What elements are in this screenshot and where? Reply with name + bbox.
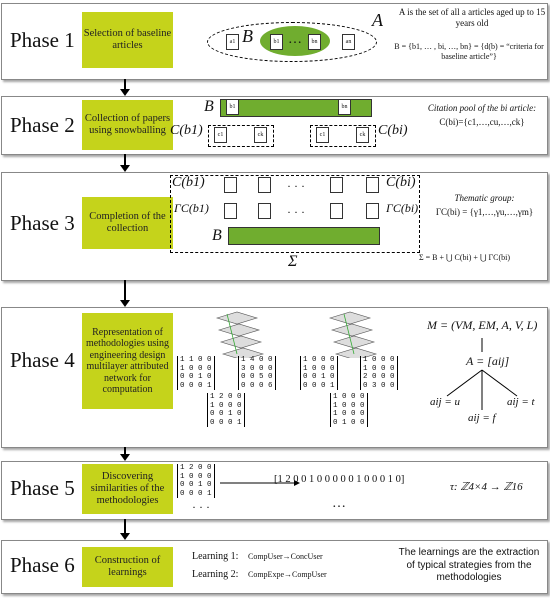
doc-ck-icon: ck [254, 127, 267, 143]
cb1-label: C(b1) [172, 175, 205, 190]
set-b-label: B [242, 26, 253, 46]
set-a-ellipse [207, 22, 377, 62]
phase-4-box: Representation of methodologies using en… [82, 313, 173, 409]
phase-3-box: Completion of the collection [82, 197, 173, 249]
phase-2-note-2: C(bi)={c1,…,cu,…,ck} [439, 117, 525, 127]
cbi-label: C(bi) [386, 175, 416, 190]
phase-5-panel: Phase 5 Discovering similarities of the … [1, 461, 548, 520]
doc-a1-icon: a1 [226, 34, 239, 50]
phase-2-note-1: Citation pool of the bi article: [427, 103, 537, 113]
cbi-label: C(bi) [378, 123, 408, 138]
set-a-label: A [372, 10, 383, 30]
baseline-bar [228, 227, 380, 245]
aij-t-label: aij = t [507, 396, 535, 408]
set-b-label: B [212, 227, 222, 244]
collection-frame [170, 175, 420, 253]
phase-1-box: Selection of baseline articles [82, 12, 173, 68]
learning-1-value: CompUser→ConcUser [248, 552, 323, 561]
matrix-3: 1 2 0 0 1 0 0 0 0 0 1 0 0 0 0 1 [207, 393, 245, 427]
cb1-label: C(b1) [170, 123, 203, 138]
arrow-3-4 [120, 280, 130, 307]
learning-2-label: Learning 2: [192, 569, 239, 580]
phase-6-panel: Phase 6 Construction of learnings Learni… [1, 540, 548, 594]
doc-ck-icon [366, 177, 379, 193]
phase-5-box: Discovering similarities of the methodol… [82, 464, 173, 514]
phase-6-title: Phase 6 [10, 553, 75, 577]
cb1-pool [208, 125, 274, 147]
doc-c1-icon [224, 177, 237, 193]
doc-an-icon: an [342, 34, 355, 50]
doc-gamma1-icon [330, 203, 343, 219]
arrow-1-2 [120, 79, 130, 96]
phase-1-title: Phase 1 [10, 28, 75, 52]
phase-6-note: The learnings are the extraction of typi… [398, 547, 540, 583]
phase-4-panel: Phase 4 Representation of methodologies … [1, 307, 548, 448]
learning-1-label: Learning 1: [192, 551, 239, 562]
phase-3-note-1: Thematic group: [454, 193, 515, 203]
doc-bn-icon: bn [338, 99, 351, 115]
doc-bn-icon: bn [308, 34, 321, 50]
matrix-input: 1 2 0 0 1 0 0 0 0 0 1 0 0 0 0 1 [177, 464, 215, 498]
adjacency-tree-lines [446, 338, 518, 410]
doc-b1-icon: b1 [270, 34, 283, 50]
phase-2-panel: Phase 2 Collection of papers using snowb… [1, 96, 548, 155]
phase-4-title: Phase 4 [10, 348, 75, 372]
baseline-bar [220, 99, 372, 117]
doc-ck-icon: ck [356, 127, 369, 143]
matrix-2: 1 4 0 0 3 0 0 0 0 0 5 0 0 0 0 6 [238, 356, 276, 390]
phase-6-box: Construction of learnings [82, 547, 173, 587]
tau-mapping: τ: ℤ4×4 → ℤ16 [450, 481, 523, 493]
multilayer-network-graphic-left [215, 311, 265, 358]
multilayer-network-graphic-right [328, 311, 378, 358]
doc-ck-icon [258, 177, 271, 193]
matrix-4: 1 0 0 0 1 0 0 0 0 0 1 0 0 0 0 1 [300, 356, 338, 390]
doc-gamma1-icon [224, 203, 237, 219]
doc-gammam-icon [366, 203, 379, 219]
dots-2: · · · [287, 205, 305, 219]
set-b-label: B [204, 98, 214, 115]
aij-f-label: aij = f [468, 412, 496, 424]
phase-2-title: Phase 2 [10, 113, 75, 137]
aij-u-label: aij = u [430, 396, 461, 408]
doc-c1-icon: c1 [214, 127, 227, 143]
doc-gammam-icon [258, 203, 271, 219]
phase-3-note-3: Σ = B + ⋃ C(bi) + ⋃ ΓC(bi) [418, 253, 511, 262]
flatten-arrow [220, 480, 300, 486]
network-model-formula: M = (VM, EM, A, V, L) [427, 318, 538, 332]
doc-c1-icon [330, 177, 343, 193]
b-dots: … [288, 32, 302, 47]
flattened-vector: [1 2 0 0 1 0 0 0 0 0 1 0 0 0 1 0] [274, 474, 405, 485]
phase-1-note-1: A is the set of all a articles aged up t… [398, 7, 546, 29]
phase-3-note-2: ΓC(bi) = {γ1,…,γu,…,γm} [435, 207, 534, 217]
gamma-b1-label: ΓC(b1) [174, 201, 209, 215]
arrow-2-3 [120, 154, 130, 172]
sigma-label: Σ [288, 253, 298, 270]
doc-b1-icon: b1 [226, 99, 239, 115]
arrow-4-5 [120, 447, 130, 461]
dots-matrix: · · · [192, 500, 210, 514]
gamma-bi-label: ΓC(bi) [386, 201, 419, 215]
phase-1-note-2: B = {b1, … , bi, …, bn} = {d(b) = “crite… [394, 42, 544, 61]
matrix-6: 1 0 0 0 1 0 0 0 1 0 0 0 0 1 0 0 [330, 393, 368, 427]
dots-vector: … [332, 496, 346, 511]
phase-3-title: Phase 3 [10, 211, 75, 235]
phase-3-panel: Phase 3 Completion of the collection C(b… [1, 172, 548, 281]
phase-1-panel: Phase 1 Selection of baseline articles A… [1, 3, 548, 80]
adjacency-formula: A = [aij] [466, 354, 510, 368]
matrix-1: 1 1 0 0 1 0 0 0 0 0 1 0 0 0 0 1 [177, 356, 215, 390]
dots-1: · · · [287, 179, 305, 193]
phase-2-box: Collection of papers using snowballing [82, 100, 173, 150]
cbi-pool [310, 125, 376, 147]
doc-c1-icon: c1 [316, 127, 329, 143]
phase-5-title: Phase 5 [10, 476, 75, 500]
learning-2-value: CompExpe→CompUser [248, 570, 327, 579]
matrix-5: 1 0 0 0 1 0 0 0 2 0 0 0 0 3 0 0 [360, 356, 398, 390]
arrow-5-6 [120, 519, 130, 540]
